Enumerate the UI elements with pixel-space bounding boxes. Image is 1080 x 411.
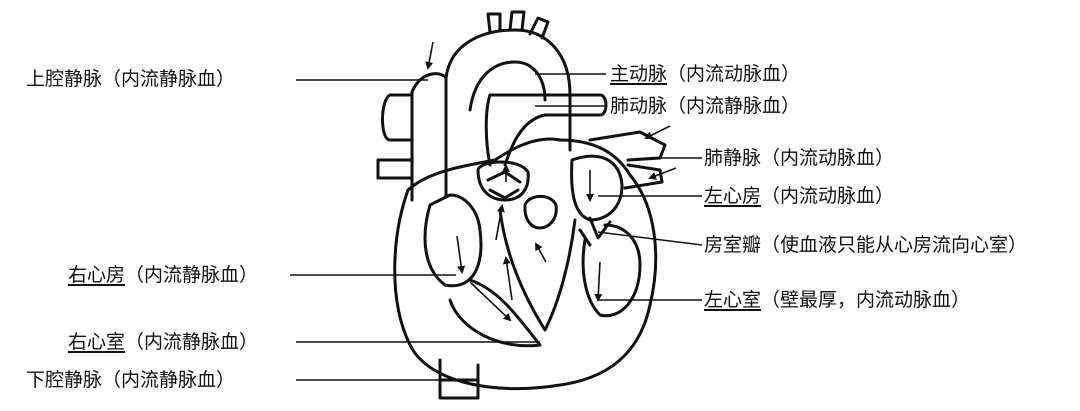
label-note: （壁最厚，内流动脉血）	[761, 289, 971, 311]
label-right-atrium: 右心房（内流静脉血）	[68, 264, 258, 286]
label-aorta: 主动脉（内流动脉血）	[610, 63, 800, 85]
septum	[498, 208, 577, 332]
label-note: （内流动脉血）	[667, 63, 801, 85]
label-term: 右心房	[68, 264, 126, 286]
label-term: 肺动脉	[610, 95, 668, 117]
label-note: （内流静脉血）	[102, 369, 236, 391]
label-right-ventricle: 右心室（内流静脉血）	[68, 331, 258, 353]
label-term: 左心房	[704, 185, 762, 207]
pulmonary-vein-vessel	[588, 130, 667, 190]
right-ventricle-chamber	[448, 278, 542, 348]
av-valve-leaflets	[578, 216, 612, 247]
label-term: 下腔静脉	[26, 369, 103, 391]
label-left-ventricle: 左心室（壁最厚，内流动脉血）	[704, 289, 970, 311]
label-inferior-vena-cava: 下腔静脉（内流静脉血）	[26, 369, 235, 391]
pulmonary-valve	[476, 160, 530, 202]
label-pulmonary-vein: 肺静脉（内流动脉血）	[704, 147, 894, 169]
label-note: （内流动脉血）	[761, 185, 895, 207]
pulmonary-artery-vessel	[484, 93, 608, 167]
label-av-valve: 房室瓣（使血液只能从心房流向心室）	[704, 234, 1027, 256]
label-term: 右心室	[68, 331, 126, 353]
label-term: 房室瓣	[704, 234, 762, 256]
label-note: （内流静脉血）	[125, 331, 259, 353]
label-note: （内流动脉血）	[761, 147, 895, 169]
label-term: 肺静脉	[704, 147, 762, 169]
label-term: 主动脉	[610, 63, 668, 85]
aortic-valve	[523, 194, 558, 230]
left-atrium-chamber	[570, 154, 624, 222]
heart-outline	[393, 137, 658, 391]
label-note: （内流静脉血）	[125, 264, 259, 286]
label-left-atrium: 左心房（内流动脉血）	[704, 185, 894, 207]
aorta-vessel	[444, 28, 572, 152]
label-superior-vena-cava: 上腔静脉（内流静脉血）	[26, 68, 235, 90]
label-term: 左心室	[704, 289, 762, 311]
right-atrium-chamber	[423, 193, 483, 288]
label-pulmonary-artery: 肺动脉（内流静脉血）	[610, 95, 800, 117]
label-term: 上腔静脉	[26, 68, 103, 90]
label-note: （内流静脉血）	[667, 95, 801, 117]
label-note: （内流静脉血）	[102, 68, 236, 90]
label-note: （使血液只能从心房流向心室）	[761, 234, 1028, 256]
svc-vessel	[410, 76, 448, 202]
leader-valve	[597, 231, 703, 246]
left-ventricle-chamber	[581, 223, 642, 318]
